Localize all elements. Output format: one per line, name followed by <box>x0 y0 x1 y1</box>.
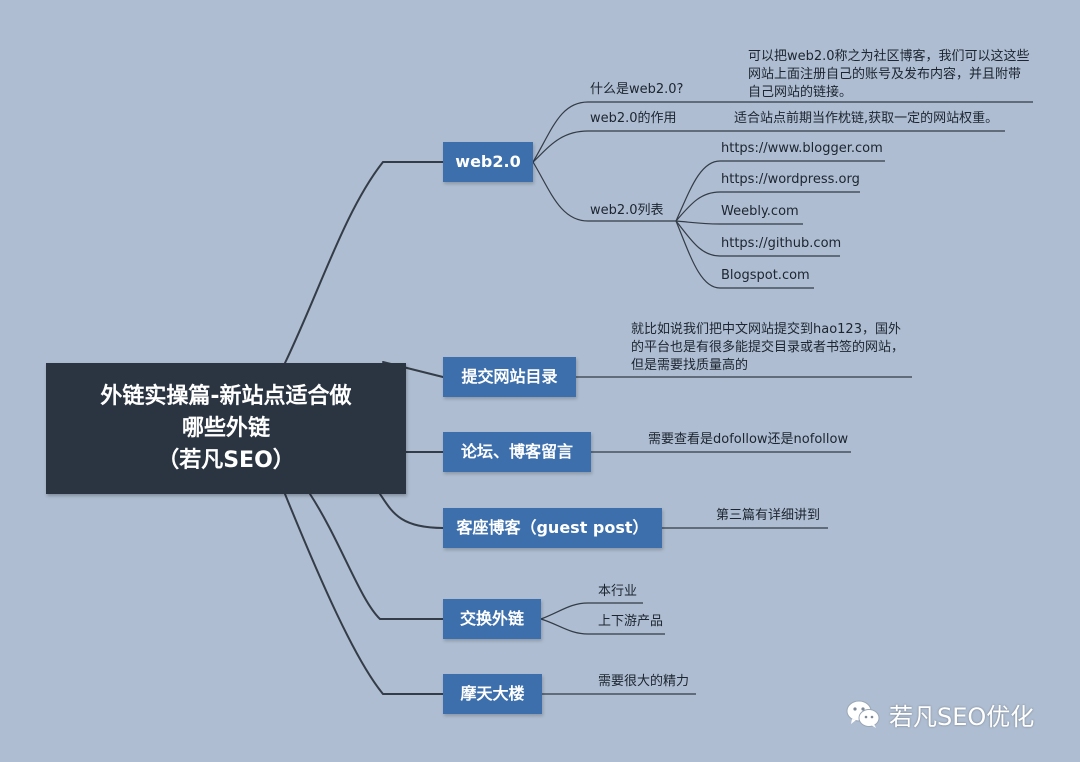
connector-root-exchange <box>309 493 444 620</box>
note-line: 需要查看是dofollow还是nofollow <box>648 432 849 447</box>
connector-root-skyscraper <box>284 493 444 695</box>
note-guest-post: 第三篇有详细讲到 <box>716 507 820 525</box>
root-topic: 外链实操篇-新站点适合做 哪些外链 （若凡SEO） <box>46 363 406 494</box>
topic-forum-blog-comment: 论坛、博客留言 <box>443 432 591 472</box>
connector-list-2 <box>675 191 860 222</box>
topic-web2: web2.0 <box>443 142 533 182</box>
list-item-weebly: Weebly.com <box>721 204 799 219</box>
note-line: 可以把web2.0称之为社区博客，我们可以这这些 <box>748 49 1030 64</box>
topic-guest-post: 客座博客（guest post） <box>443 508 662 548</box>
connector-root-forum <box>404 429 444 453</box>
connector-list-1 <box>675 160 885 222</box>
subtopic-web2-list: web2.0列表 <box>590 203 664 218</box>
note-web2-use: 适合站点前期当作枕链,获取一定的网站权重。 <box>734 110 998 128</box>
connector-exchange-1 <box>540 602 643 620</box>
topic-skyscraper: 摩天大楼 <box>443 674 542 714</box>
list-item-blogger: https://www.blogger.com <box>721 141 883 156</box>
connector-web2-what <box>532 101 1033 163</box>
root-line-2: 哪些外链 <box>181 415 270 441</box>
connector-list-3 <box>675 220 803 225</box>
subtopic-what-is-web2: 什么是web2.0? <box>590 82 684 97</box>
note-line: 适合站点前期当作枕链,获取一定的网站权重。 <box>734 111 999 126</box>
root-line-1: 外链实操篇-新站点适合做 <box>100 383 352 409</box>
connector-exchange-2 <box>540 618 665 635</box>
wechat-icon <box>846 700 880 728</box>
note-line: 第三篇有详细讲到 <box>716 508 821 523</box>
connector-list-5 <box>675 220 814 289</box>
note-line: 就比如说我们把中文网站提交到hao123，国外 <box>631 322 901 337</box>
note-submit-directory: 就比如说我们把中文网站提交到hao123，国外 的平台也是有很多能提交目录或者书… <box>631 321 904 375</box>
subtopic-same-industry: 本行业 <box>598 584 638 599</box>
topic-submit-directory: 提交网站目录 <box>443 357 576 397</box>
connector-list-4 <box>675 220 840 257</box>
note-line: 的平台也是有很多能提交目录或者书签的网站， <box>631 340 905 355</box>
note-line: 自己网站的链接。 <box>748 85 853 100</box>
list-item-github: https://github.com <box>721 236 842 251</box>
note-skyscraper: 需要很大的精力 <box>598 673 689 691</box>
note-line: 但是需要找质量高的 <box>631 358 749 373</box>
watermark: 若凡SEO优化 <box>843 694 1034 734</box>
subtopic-upstream-downstream: 上下游产品 <box>598 614 664 629</box>
subtopic-web2-use: web2.0的作用 <box>590 111 677 126</box>
list-item-wordpress: https://wordpress.org <box>721 172 860 187</box>
note-what-is-web2: 可以把web2.0称之为社区博客，我们可以这这些 网站上面注册自己的账号及发布内… <box>748 48 1030 102</box>
connector-web2-list <box>532 161 676 222</box>
connector-root-web2 <box>284 161 444 364</box>
root-line-3: （若凡SEO） <box>157 447 295 473</box>
list-item-blogspot: Blogspot.com <box>721 268 810 283</box>
topic-exchange-links: 交换外链 <box>443 599 541 639</box>
watermark-text: 若凡SEO优化 <box>889 702 1035 731</box>
note-line: 需要很大的精力 <box>598 674 690 689</box>
note-forum-blog-comment: 需要查看是dofollow还是nofollow <box>648 431 848 449</box>
connector-root-guest <box>379 493 444 529</box>
connector-web2-use <box>532 130 1005 163</box>
note-line: 网站上面注册自己的账号及发布内容，并且附带 <box>748 67 1022 82</box>
